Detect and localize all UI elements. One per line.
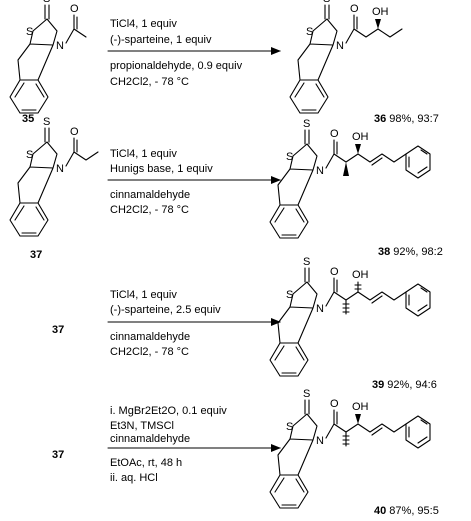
reagent-line: TiCl4, 1 equiv — [110, 148, 177, 160]
product-40: S N S O OH — [269, 388, 431, 509]
reaction-1: S N S O 35 TiCl4, 1 equiv (-)-sparteine,… — [9, 0, 439, 125]
starting-material-35: S N S O — [9, 0, 87, 114]
atom-n: N — [316, 435, 324, 447]
atom-thione-s: S — [303, 388, 310, 400]
atom-s: S — [306, 26, 313, 38]
reagent-line: Et3N, TMSCl — [110, 420, 174, 432]
reagent-line: CH2Cl2, - 78 °C — [110, 204, 189, 216]
atom-thione-s: S — [43, 0, 50, 5]
product-result-39: 39 92%, 94:6 — [372, 379, 437, 391]
yield-ratio: 87%, 95:5 — [386, 505, 439, 517]
yield-ratio: 92%, 98:2 — [390, 246, 443, 258]
atom-oh: OH — [352, 401, 369, 413]
atom-n: N — [336, 40, 344, 52]
atom-n: N — [316, 165, 324, 177]
atom-o: O — [70, 3, 79, 15]
reagent-line: (-)-sparteine, 1 equiv — [110, 34, 212, 46]
reagent-line: CH2Cl2, - 78 °C — [110, 76, 189, 88]
atom-thione-s: S — [43, 116, 50, 128]
atom-n: N — [56, 163, 64, 175]
reagent-line: cinnamaldehyde — [110, 433, 190, 445]
product-result-38: 38 92%, 98:2 — [378, 246, 443, 258]
atom-s: S — [286, 151, 293, 163]
atom-oh: OH — [372, 6, 389, 18]
product-36: S N S O OH — [289, 0, 403, 114]
atom-thione-s: S — [303, 118, 310, 130]
atom-o: O — [350, 3, 359, 15]
reaction-4: 37 i. MgBr2Et2O, 0.1 equiv Et3N, TMSCl c… — [52, 388, 439, 517]
compound-label-39: 39 — [372, 379, 384, 391]
yield-ratio: 98%, 93:7 — [386, 113, 439, 125]
reagent-line: (-)-sparteine, 2.5 equiv — [110, 304, 221, 316]
atom-thione-s: S — [323, 0, 330, 5]
atom-oh: OH — [352, 269, 369, 281]
reagent-line: i. MgBr2Et2O, 0.1 equiv — [110, 405, 227, 417]
product-result-36: 36 98%, 93:7 — [374, 113, 439, 125]
compound-label-40: 40 — [374, 505, 386, 517]
atom-oh: OH — [352, 131, 369, 143]
product-39: S N S O OH — [269, 256, 431, 377]
reaction-3: 37 TiCl4, 1 equiv (-)-sparteine, 2.5 equ… — [52, 256, 437, 391]
atom-s: S — [286, 289, 293, 301]
reaction-2: S N S O 37 TiCl4, 1 equiv Hunigs base, 1… — [9, 116, 443, 261]
product-result-40: 40 87%, 95:5 — [374, 505, 439, 517]
starting-material-37: S N S O — [9, 116, 99, 237]
atom-n: N — [56, 40, 64, 52]
atom-s: S — [286, 421, 293, 433]
compound-label-35: 35 — [22, 113, 34, 125]
atom-n: N — [316, 303, 324, 315]
reagent-line: TiCl4, 1 equiv — [110, 289, 177, 301]
compound-label-37: 37 — [52, 324, 64, 336]
yield-ratio: 92%, 94:6 — [384, 379, 437, 391]
atom-s: S — [26, 149, 33, 161]
reagent-line: CH2Cl2, - 78 °C — [110, 346, 189, 358]
atom-o: O — [330, 266, 339, 278]
reagent-line: EtOAc, rt, 48 h — [110, 457, 182, 469]
product-38: S N S O OH — [269, 118, 431, 239]
reagent-line: propionaldehyde, 0.9 equiv — [110, 60, 243, 72]
reagent-line: Hunigs base, 1 equiv — [110, 163, 213, 175]
atom-o: O — [330, 128, 339, 140]
compound-label-38: 38 — [378, 246, 390, 258]
compound-label-37: 37 — [52, 449, 64, 461]
atom-o: O — [330, 398, 339, 410]
reagent-line: TiCl4, 1 equiv — [110, 18, 177, 30]
atom-s: S — [26, 26, 33, 38]
reagent-line: ii. aq. HCl — [110, 472, 158, 484]
atom-thione-s: S — [303, 256, 310, 268]
compound-label-36: 36 — [374, 113, 386, 125]
reagent-line: cinnamaldehyde — [110, 331, 190, 343]
atom-o: O — [70, 126, 79, 138]
reagent-line: cinnamaldehyde — [110, 189, 190, 201]
compound-label-37: 37 — [30, 249, 42, 261]
